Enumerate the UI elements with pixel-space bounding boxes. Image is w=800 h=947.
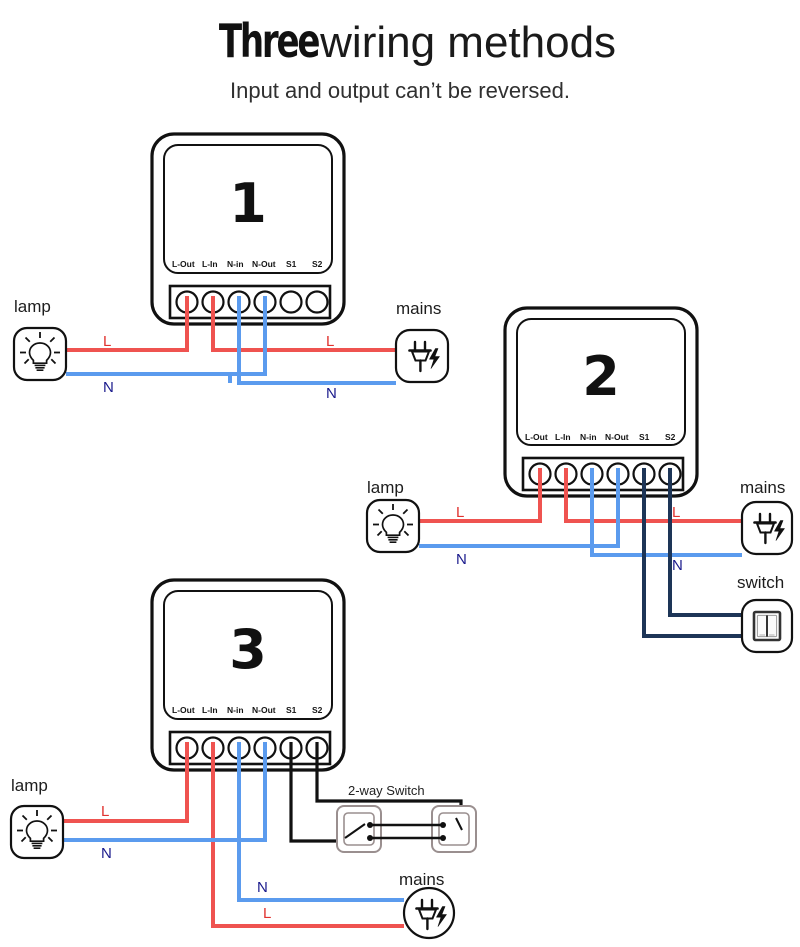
module-2-label-s2: S2 bbox=[665, 432, 676, 442]
two-way-switch-icon-right bbox=[431, 805, 477, 853]
page-title-strong: Three bbox=[218, 14, 321, 68]
diagram-2-switch-wires bbox=[642, 468, 742, 638]
wire-label-1-lamp-l: L bbox=[103, 333, 112, 350]
lamp-icon-1 bbox=[12, 326, 68, 382]
switch-caption-2: switch bbox=[737, 573, 785, 592]
module-1-label-n-in: N-in bbox=[227, 259, 244, 269]
wire-label-2-mains-l: L bbox=[672, 504, 681, 521]
module-2-label-n-in: N-in bbox=[580, 432, 597, 442]
lamp-icon-3 bbox=[9, 804, 65, 860]
mains-caption-2: mains bbox=[740, 478, 786, 497]
diagram-3-group bbox=[9, 578, 477, 940]
module-2-label-l-in: L-In bbox=[555, 432, 571, 442]
lamp-caption-1: lamp bbox=[14, 297, 51, 316]
module-1-face bbox=[163, 144, 333, 274]
mains-caption-3: mains bbox=[399, 870, 445, 889]
diagram-1-neutral-wires bbox=[66, 296, 396, 385]
mains-icon-1 bbox=[394, 328, 450, 384]
two-way-switch-link-wires bbox=[370, 823, 443, 840]
wire-label-2-mains-n: N bbox=[672, 557, 683, 574]
module-2-number: 2 bbox=[582, 345, 620, 408]
module-3-label-n-out: N-Out bbox=[252, 705, 276, 715]
wire-label-2-lamp-n: N bbox=[456, 551, 467, 568]
wire-label-1-mains-l: L bbox=[326, 333, 335, 350]
page-title-rest: wiring methods bbox=[320, 18, 617, 67]
mains-icon-2 bbox=[740, 500, 794, 556]
wire-label-3-lamp-n: N bbox=[101, 845, 112, 862]
diagram-2-neutral-wires bbox=[419, 468, 742, 557]
wire-label-3-mains-l: L bbox=[263, 905, 272, 922]
module-2-label-n-out: N-Out bbox=[605, 432, 629, 442]
module-1-label-s2: S2 bbox=[312, 259, 323, 269]
module-2-label-s1: S1 bbox=[639, 432, 650, 442]
page-title: Three wiring methods bbox=[0, 14, 800, 68]
diagram-2-group bbox=[365, 306, 794, 654]
module-3-label-l-out: L-Out bbox=[172, 705, 195, 715]
module-1-terminals bbox=[175, 290, 329, 314]
module-3-number: 3 bbox=[229, 618, 267, 681]
module-3-label-l-in: L-In bbox=[202, 705, 218, 715]
module-3-face bbox=[163, 590, 333, 720]
module-2-face bbox=[516, 318, 686, 446]
wire-label-3-mains-n: N bbox=[257, 879, 268, 896]
diagram-3-live-wires bbox=[63, 742, 404, 928]
wire-label-1-lamp-n: N bbox=[103, 379, 114, 396]
two-way-switch-caption: 2-way Switch bbox=[348, 783, 425, 798]
mains-icon-3 bbox=[402, 886, 456, 940]
module-1-label-l-out: L-Out bbox=[172, 259, 195, 269]
module-1-label-l-in: L-In bbox=[202, 259, 218, 269]
diagram-1-group bbox=[12, 132, 450, 385]
two-way-switch-icon-left bbox=[336, 805, 382, 853]
module-1-label-n-out: N-Out bbox=[252, 259, 276, 269]
module-2-label-l-out: L-Out bbox=[525, 432, 548, 442]
wire-label-2-lamp-l: L bbox=[456, 504, 465, 521]
module-1-label-s1: S1 bbox=[286, 259, 297, 269]
diagram-1-live-wires bbox=[66, 296, 396, 352]
diagram-3-neutral-wires bbox=[63, 742, 404, 902]
module-3-label-s2: S2 bbox=[312, 705, 323, 715]
lamp-caption-3: lamp bbox=[11, 776, 48, 795]
module-3-label-n-in: N-in bbox=[227, 705, 244, 715]
mains-caption-1: mains bbox=[396, 299, 442, 318]
wire-label-3-lamp-l: L bbox=[101, 803, 110, 820]
wire-label-1-mains-n: N bbox=[326, 385, 337, 402]
lamp-icon-2 bbox=[365, 498, 421, 554]
page-subtitle: Input and output can’t be reversed. bbox=[229, 78, 570, 103]
switch-icon-2 bbox=[740, 598, 794, 654]
module-2-terminals bbox=[528, 462, 682, 486]
module-1-number: 1 bbox=[229, 172, 267, 235]
diagram-2-live-wires bbox=[419, 468, 742, 523]
lamp-caption-2: lamp bbox=[367, 478, 404, 497]
module-3-label-s1: S1 bbox=[286, 705, 297, 715]
